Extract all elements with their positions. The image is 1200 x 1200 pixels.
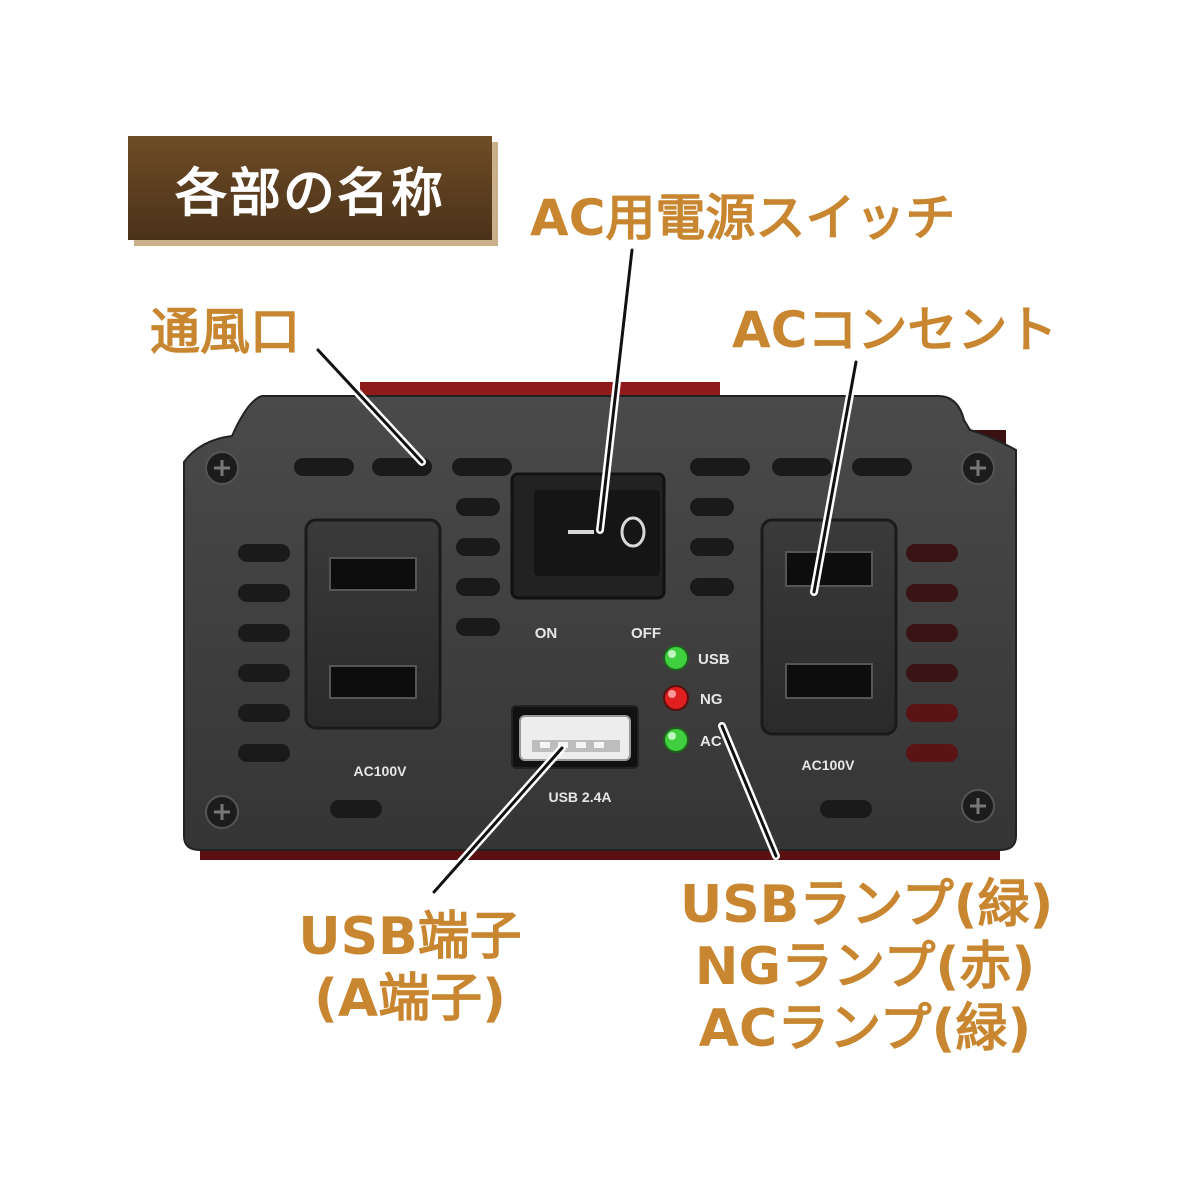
screw-icon bbox=[205, 795, 239, 829]
ac-outlet-left[interactable] bbox=[304, 518, 442, 730]
title-badge: 各部の名称 bbox=[128, 136, 492, 240]
screw-icon bbox=[961, 451, 995, 485]
led-usb bbox=[663, 645, 689, 671]
label-usb-port: USB端子 (A端子) bbox=[280, 906, 540, 1030]
label-ac-outlet: ACコンセント bbox=[732, 301, 1058, 359]
screw-icon bbox=[205, 451, 239, 485]
outlet-right-rating: AC100V bbox=[802, 757, 856, 773]
label-lamp-ac: ACランプ(緑) bbox=[698, 999, 1032, 1059]
led-ng bbox=[663, 685, 689, 711]
led-ac-label: AC bbox=[700, 733, 722, 750]
label-lamp-usb: USBランプ(緑) bbox=[680, 875, 1054, 935]
ac-outlet-right[interactable] bbox=[760, 518, 898, 736]
label-usb-port-line2: (A端子) bbox=[314, 969, 506, 1029]
label-vent: 通風口 bbox=[150, 303, 300, 361]
ac-power-switch[interactable] bbox=[510, 472, 666, 600]
page-title: 各部の名称 bbox=[174, 163, 445, 224]
usb-port[interactable] bbox=[511, 705, 639, 769]
led-ac bbox=[663, 727, 689, 753]
screw-icon bbox=[961, 789, 995, 823]
led-usb-label: USB bbox=[698, 651, 730, 668]
switch-on-label: ON bbox=[535, 625, 558, 642]
label-lamps: USBランプ(緑) NGランプ(赤) ACランプ(緑) bbox=[680, 874, 1054, 1060]
outlet-left-rating: AC100V bbox=[354, 763, 408, 779]
label-ac-switch: AC用電源スイッチ bbox=[530, 189, 956, 247]
label-lamp-ng: NGランプ(赤) bbox=[694, 937, 1036, 997]
usb-rating: USB 2.4A bbox=[548, 789, 611, 805]
switch-off-label: OFF bbox=[631, 625, 661, 642]
led-ng-label: NG bbox=[700, 691, 723, 708]
panel-body bbox=[183, 395, 1017, 851]
vent-slots bbox=[238, 458, 958, 818]
label-usb-port-line1: USB端子 bbox=[298, 907, 522, 967]
